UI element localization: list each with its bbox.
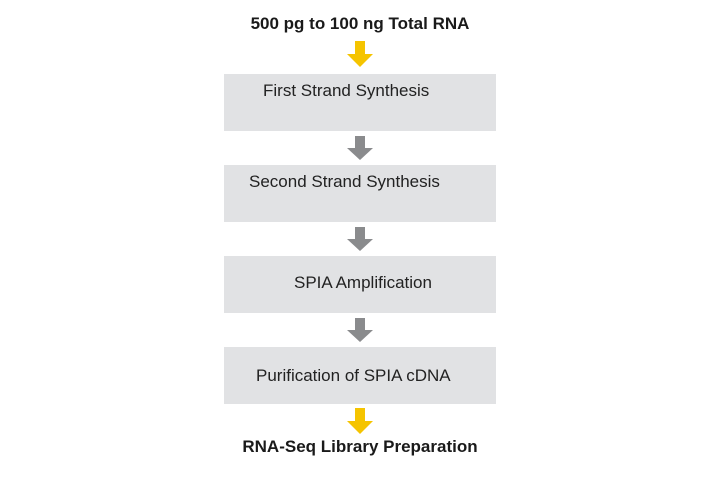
step-box-spia-amplification: SPIA Amplification	[224, 256, 496, 313]
gray-down-arrow-icon	[347, 318, 373, 344]
step-box-second-strand: Second Strand Synthesis	[224, 165, 496, 222]
step-box-first-strand: First Strand Synthesis	[224, 74, 496, 131]
output-label: RNA-Seq Library Preparation	[242, 437, 478, 456]
yellow-down-arrow-icon	[347, 41, 373, 67]
yellow-down-arrow-icon	[347, 408, 373, 434]
step-label: Second Strand Synthesis	[249, 172, 440, 191]
step-label: First Strand Synthesis	[263, 81, 430, 100]
step-label: SPIA Amplification	[294, 273, 432, 292]
gray-down-arrow-icon	[347, 227, 373, 253]
input-label: 500 pg to 100 ng Total RNA	[250, 14, 470, 33]
gray-down-arrow-icon	[347, 136, 373, 162]
step-label: Purification of SPIA cDNA	[256, 366, 451, 385]
step-box-purification: Purification of SPIA cDNA	[224, 347, 496, 404]
